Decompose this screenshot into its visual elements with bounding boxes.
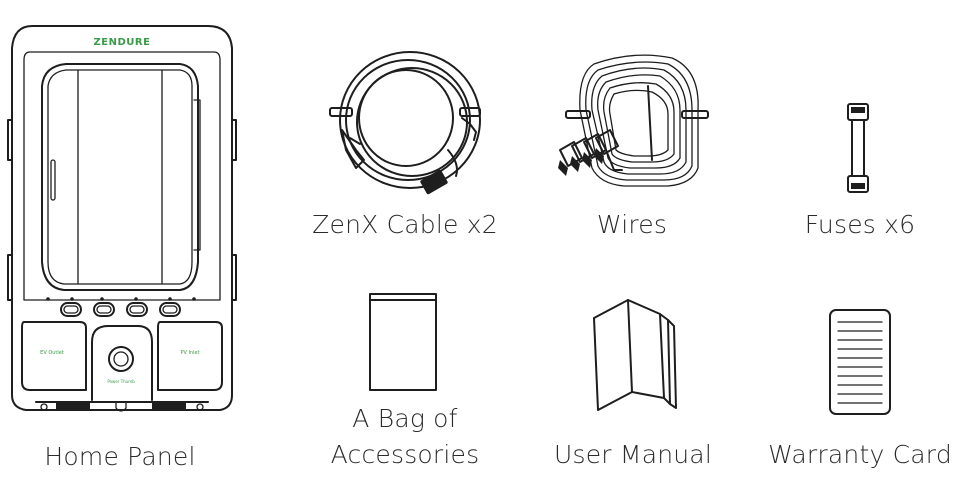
accessory-bag-label-line2: Accessories xyxy=(330,440,480,469)
fuses-label: Fuses x6 xyxy=(804,210,916,239)
home-panel-brand: ZENDURE xyxy=(93,37,151,48)
user-manual-label: User Manual xyxy=(554,440,712,469)
home-panel-label: Home Panel xyxy=(44,442,196,471)
home-panel-left-door-text: EV Outlet xyxy=(40,350,64,356)
wires-label: Wires xyxy=(596,210,668,239)
home-panel-center-text: Power Thumb xyxy=(107,379,135,384)
accessory-bag-label-line1: A Bag of xyxy=(352,404,458,433)
warranty-card-label: Warranty Card xyxy=(768,440,952,469)
home-panel-right-door-text: PV Inlet xyxy=(180,350,200,356)
zenx-cable-label: ZenX Cable x2 xyxy=(312,210,498,239)
